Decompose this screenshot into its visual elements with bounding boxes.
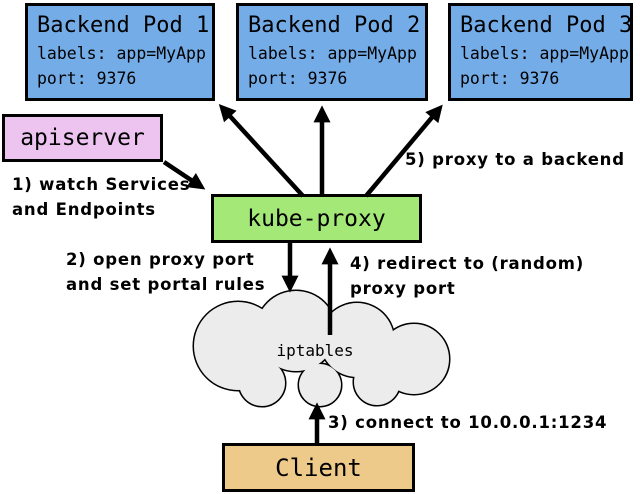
- annotation-step4-line1: 4) redirect to (random): [350, 254, 585, 273]
- node-backend-pod-2: Backend Pod 2 labels: app=MyApp port: 93…: [236, 3, 428, 101]
- annotation-step2-line1: 2) open proxy port: [66, 250, 255, 269]
- pod-port: port: 9376: [37, 69, 137, 88]
- arrow-proxy-to-pod1: [218, 103, 305, 198]
- pod-port: port: 9376: [248, 69, 348, 88]
- annotation-step5: 5) proxy to a backend: [405, 150, 625, 169]
- pod-labels: labels: app=MyApp: [248, 44, 417, 63]
- annotation-step1-line1: 1) watch Services: [12, 175, 191, 194]
- node-kube-proxy: kube-proxy: [211, 194, 422, 243]
- annotation-step2: 2) open proxy port and set portal rules: [66, 247, 265, 297]
- node-backend-pod-1: Backend Pod 1 labels: app=MyApp port: 93…: [25, 3, 215, 101]
- pod-title: Backend Pod 2: [248, 13, 421, 38]
- pod-title: Backend Pod 1: [37, 13, 210, 38]
- pod-labels: labels: app=MyApp: [37, 44, 206, 63]
- kube-proxy-label: kube-proxy: [247, 205, 386, 232]
- pod-title: Backend Pod 3: [460, 13, 633, 38]
- annotation-step1-line2: and Endpoints: [12, 200, 156, 219]
- client-label: Client: [275, 453, 362, 482]
- apiserver-label: apiserver: [20, 125, 145, 151]
- annotation-step2-line2: and set portal rules: [66, 275, 266, 294]
- annotation-step1: 1) watch Services and Endpoints: [12, 172, 190, 222]
- node-apiserver: apiserver: [2, 114, 163, 162]
- node-client: Client: [222, 443, 415, 492]
- pod-labels: labels: app=MyApp: [460, 44, 629, 63]
- node-backend-pod-3: Backend Pod 3 labels: app=MyApp port: 93…: [448, 3, 633, 101]
- annotation-step4: 4) redirect to (random) proxy port: [350, 251, 584, 301]
- iptables-label: iptables: [276, 341, 354, 360]
- annotation-step4-line2: proxy port: [350, 279, 456, 298]
- pod-port: port: 9376: [460, 69, 560, 88]
- annotation-step3: 3) connect to 10.0.0.1:1234: [328, 413, 608, 432]
